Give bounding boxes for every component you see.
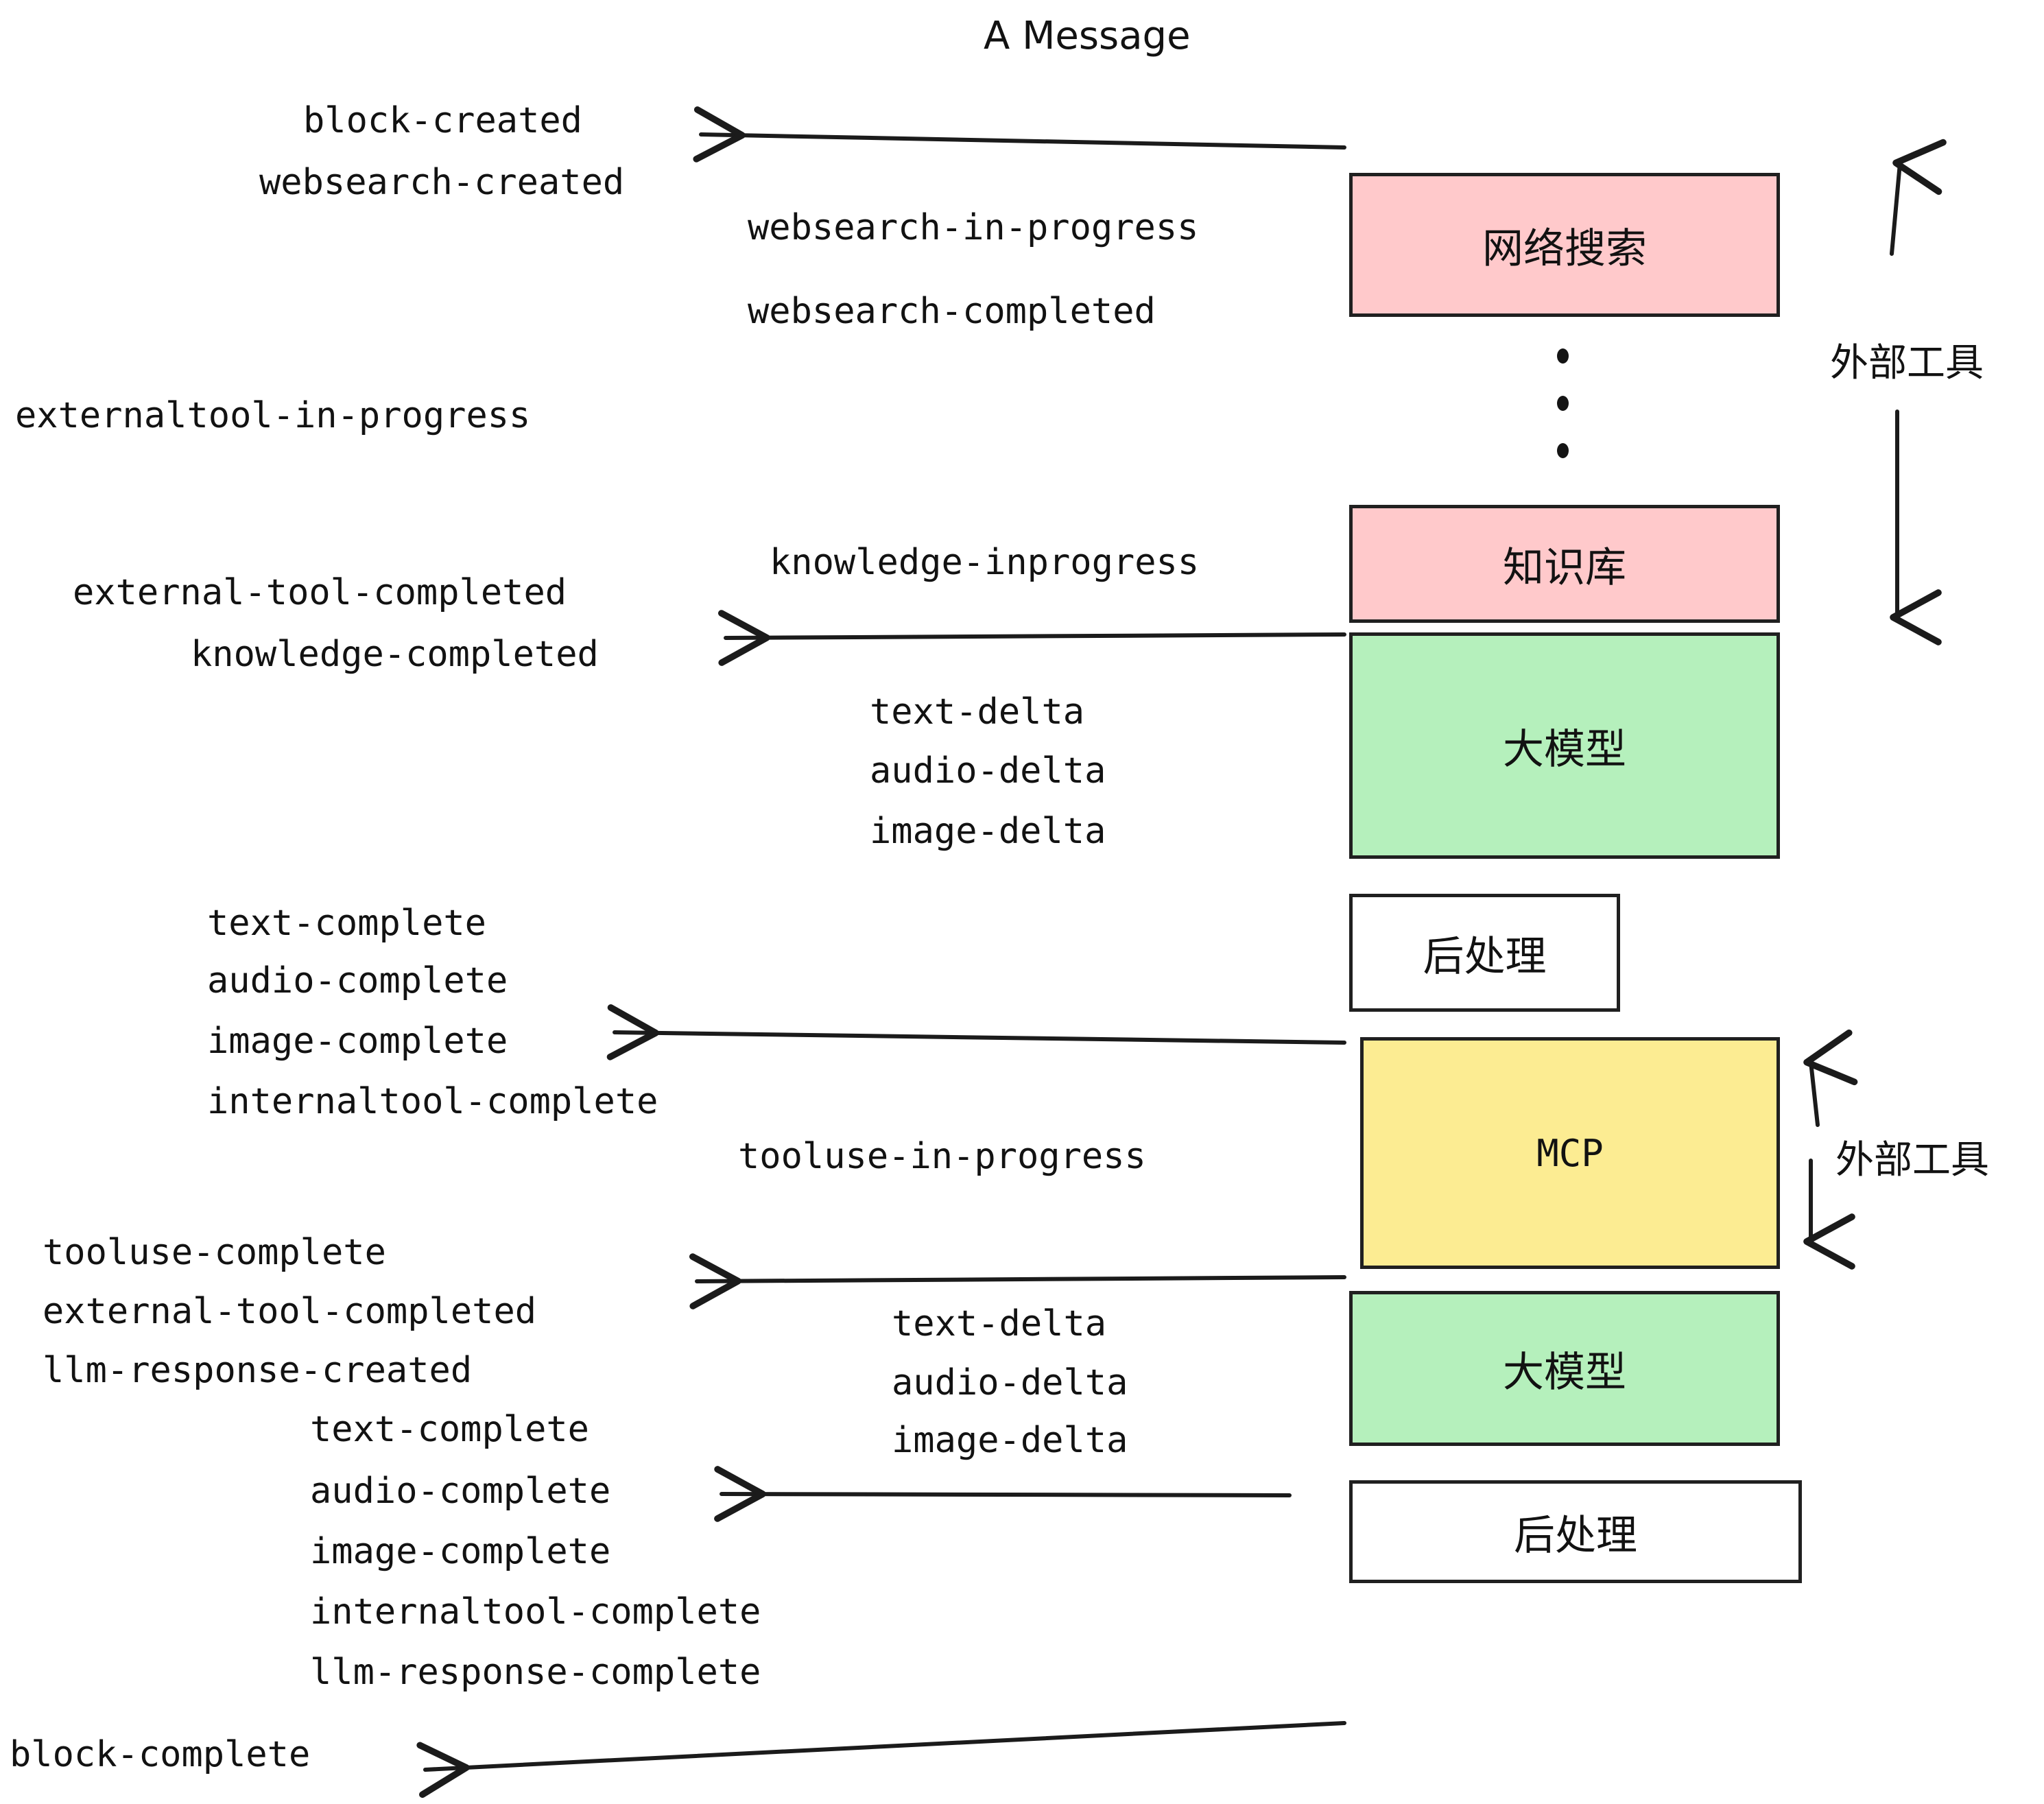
- box-knowledge-base: 知识库: [1349, 505, 1780, 623]
- arrow-postprocess-to-block-complete: [416, 1721, 1346, 1799]
- event-audio-delta-1: audio-delta: [870, 750, 1106, 792]
- event-image-delta-2: image-delta: [892, 1420, 1128, 1461]
- event-tooluse-in-progress: tooluse-in-progress: [738, 1136, 1146, 1177]
- arrow-external-tools-bottom-up: [1803, 1029, 1858, 1127]
- event-block-complete: block-complete: [10, 1734, 311, 1775]
- page-title: A Message: [984, 14, 1191, 58]
- event-text-complete-1: text-complete: [207, 903, 486, 944]
- arrow-knowledge-to-knowledge-completed: [718, 610, 1346, 666]
- event-external-tool-completed-1: external-tool-completed: [73, 572, 567, 613]
- event-external-tool-completed-2: external-tool-completed: [43, 1291, 537, 1332]
- side-label-external-tools-bottom: 外部工具: [1835, 1138, 1989, 1183]
- box-postprocess-bottom: 后处理: [1349, 1480, 1802, 1583]
- event-text-complete-2: text-complete: [310, 1409, 589, 1450]
- event-image-complete-2: image-complete: [310, 1531, 611, 1572]
- arrow-external-tools-top-up: [1890, 139, 1947, 256]
- box-llm-bottom: 大模型: [1349, 1291, 1780, 1446]
- event-audio-complete-1: audio-complete: [207, 960, 508, 1001]
- box-postprocess-top: 后处理: [1349, 894, 1620, 1012]
- event-websearch-created: websearch-created: [259, 162, 625, 203]
- event-tooluse-complete: tooluse-complete: [43, 1232, 386, 1273]
- event-image-delta-1: image-delta: [870, 811, 1106, 852]
- event-internaltool-complete-1: internaltool-complete: [207, 1081, 658, 1122]
- event-audio-complete-2: audio-complete: [310, 1471, 611, 1512]
- event-block-created: block-created: [303, 100, 582, 141]
- event-knowledge-inprogress: knowledge-inprogress: [770, 542, 1200, 583]
- arrow-mcp-to-tooluse-complete: [689, 1253, 1346, 1309]
- arrow-websearch-to-block-created: [693, 106, 1346, 163]
- event-externaltool-in-progress: externaltool-in-progress: [15, 395, 531, 436]
- arrow-llm-to-image-complete: [606, 1004, 1346, 1060]
- event-text-delta-1: text-delta: [870, 691, 1085, 733]
- vertical-ellipsis-icon: [1556, 348, 1569, 458]
- event-websearch-in-progress: websearch-in-progress: [748, 207, 1199, 248]
- event-text-delta-2: text-delta: [892, 1303, 1107, 1344]
- event-audio-delta-2: audio-delta: [892, 1362, 1128, 1403]
- side-label-external-tools-top: 外部工具: [1830, 341, 1984, 385]
- box-websearch: 网络搜索: [1349, 173, 1780, 317]
- event-knowledge-completed: knowledge-completed: [191, 634, 599, 675]
- event-websearch-completed: websearch-completed: [748, 291, 1156, 332]
- event-image-complete-1: image-complete: [207, 1021, 508, 1062]
- arrow-llm-to-audio-complete: [714, 1466, 1292, 1522]
- event-llm-response-created: llm-response-created: [43, 1350, 473, 1391]
- event-llm-response-complete: llm-response-complete: [310, 1652, 761, 1693]
- box-llm-top: 大模型: [1349, 632, 1780, 859]
- event-internaltool-complete-2: internaltool-complete: [310, 1591, 761, 1633]
- box-mcp: MCP: [1360, 1037, 1780, 1269]
